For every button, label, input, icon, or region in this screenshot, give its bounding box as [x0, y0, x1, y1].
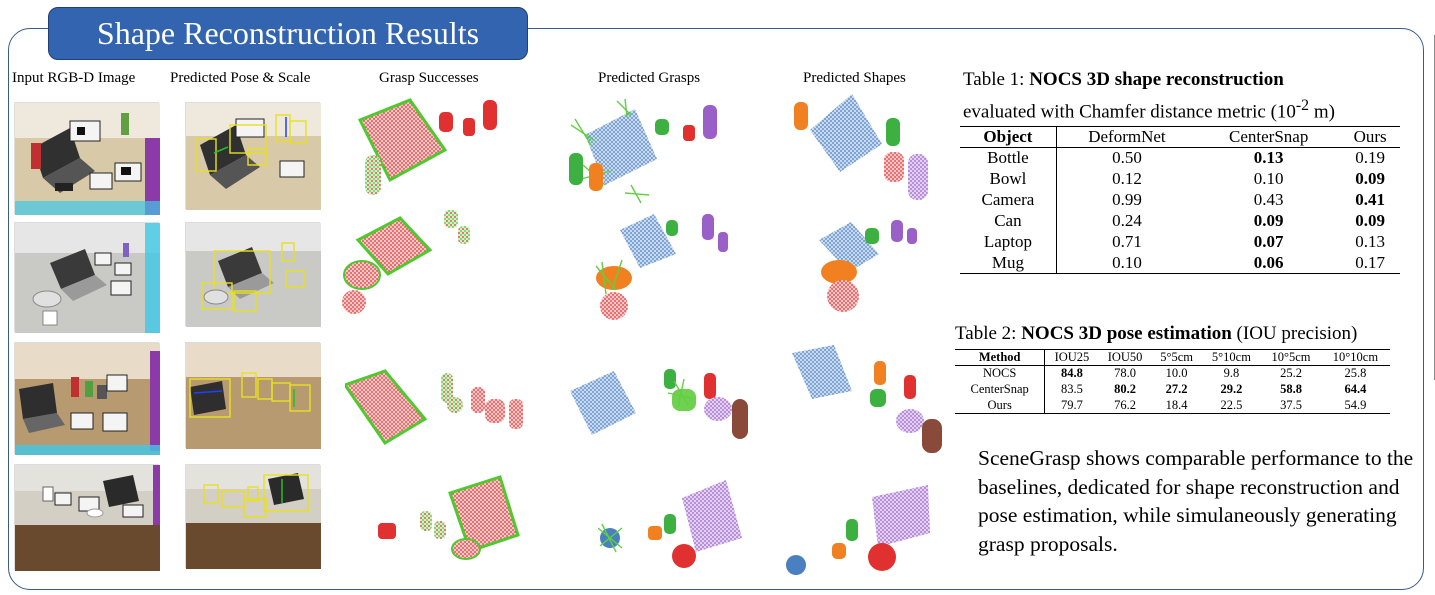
- table-cell: 0.50: [1055, 147, 1198, 169]
- table-cell: 64.4: [1344, 382, 1367, 396]
- table-cell: Bottle: [987, 148, 1029, 168]
- pose-image-row3: [185, 342, 321, 449]
- table-cell: 0.12: [1055, 168, 1198, 190]
- table-row: Camera 0.99 0.43 0.41: [960, 189, 1400, 211]
- slide-title: Shape Reconstruction Results: [48, 7, 528, 60]
- column-heading-pose: Predicted Pose & Scale: [170, 70, 311, 86]
- summary-text: SceneGrasp shows comparable performance …: [978, 446, 1414, 556]
- grasp-successes-row3: [342, 365, 530, 455]
- table-cell: 80.2: [1114, 382, 1137, 396]
- table-row: NOCS 84.8 78.0 10.0 9.8 25.2 25.8: [955, 365, 1390, 382]
- input-image-row4: [14, 464, 160, 571]
- table-cell: 27.2: [1165, 382, 1188, 396]
- table-cell: 9.8: [1223, 366, 1240, 381]
- grasp-successes-row2: [340, 210, 520, 330]
- table1-shape-reconstruction: Object DeformNet CenterSnap Ours Bottle 0…: [960, 126, 1400, 274]
- table-header-cell: 10°5cm: [1271, 350, 1311, 364]
- table-cell: 78.0: [1114, 366, 1137, 381]
- input-image-row3: [14, 342, 160, 455]
- predicted-shapes-row3: [788, 345, 948, 455]
- table-header-row: Method IOU25 IOU50 5°5cm 5°10cm 10°5cm 1…: [955, 349, 1390, 366]
- table-cell: NOCS: [982, 366, 1017, 381]
- table-cell: 0.09: [1253, 211, 1284, 230]
- table-cell: 18.4: [1165, 397, 1188, 412]
- table-header-cell: Ours: [1353, 127, 1387, 146]
- input-image-row1: [14, 102, 160, 215]
- table-header-cell: CenterSnap: [1229, 127, 1309, 146]
- table-cell: Can: [994, 211, 1022, 230]
- predicted-grasps-row3: [570, 365, 750, 460]
- predicted-grasps-row4: [597, 478, 748, 568]
- column-heading-predicted-grasps: Predicted Grasps: [598, 70, 701, 86]
- table-cell: 0.13: [1253, 148, 1284, 168]
- table-header-cell: IOU50: [1107, 350, 1143, 364]
- table-row: Mug 0.10 0.06 0.17: [960, 252, 1400, 274]
- input-image-row2: [14, 222, 160, 333]
- table-header-cell: Method: [978, 350, 1021, 364]
- column-heading-input: Input RGB-D Image: [12, 70, 136, 86]
- table-cell: 0.10: [1055, 252, 1198, 274]
- table-cell: 29.2: [1220, 382, 1243, 396]
- table-row: Bowl 0.12 0.10 0.09: [960, 168, 1400, 190]
- predicted-grasps-row1: [565, 95, 740, 205]
- table-cell: 0.19: [1355, 148, 1386, 168]
- table-cell: 25.8: [1344, 366, 1367, 381]
- table-cell: Ours: [987, 397, 1012, 412]
- table-cell: 58.8: [1280, 382, 1302, 396]
- table-cell: CenterSnap: [970, 382, 1029, 396]
- predicted-shapes-row2: [815, 212, 945, 322]
- table-cell: Bowl: [989, 169, 1027, 188]
- table-cell: 0.41: [1355, 190, 1386, 209]
- table-cell: Laptop: [983, 232, 1032, 251]
- grasp-successes-row1: [345, 90, 520, 220]
- table-header-row: Object DeformNet CenterSnap Ours: [960, 126, 1400, 148]
- table-cell: 54.9: [1344, 397, 1367, 412]
- grasp-successes-row4: [370, 475, 530, 565]
- pose-image-row1: [185, 102, 321, 210]
- pose-image-row4: [185, 464, 321, 569]
- table-header-cell: 5°5cm: [1160, 350, 1193, 364]
- table-header-cell: 5°10cm: [1211, 350, 1251, 364]
- table1-caption: Table 1: NOCS 3D shape reconstruction ev…: [963, 69, 1335, 123]
- table-cell: 83.5: [1044, 381, 1099, 398]
- table-cell: 0.09: [1355, 211, 1386, 230]
- table-cell: Mug: [991, 252, 1024, 272]
- table-cell: 84.8: [1044, 365, 1099, 382]
- table-cell: 0.09: [1355, 169, 1386, 188]
- table-header-cell: Object: [983, 127, 1033, 146]
- table-cell: Camera: [981, 190, 1035, 209]
- table-cell: 0.10: [1253, 169, 1284, 188]
- table-row: Bottle 0.50 0.13 0.19: [960, 147, 1400, 169]
- table-row: Can 0.24 0.09 0.09: [960, 210, 1400, 232]
- predicted-grasps-row2: [592, 210, 742, 330]
- table-header-cell: DeformNet: [1055, 126, 1198, 148]
- table-cell: 0.06: [1253, 252, 1284, 272]
- table-header-cell: IOU25: [1044, 349, 1099, 366]
- table-cell: 0.07: [1253, 232, 1284, 251]
- table-cell: 0.24: [1055, 210, 1198, 232]
- column-heading-predicted-shapes: Predicted Shapes: [803, 70, 906, 86]
- table2-pose-estimation: Method IOU25 IOU50 5°5cm 5°10cm 10°5cm 1…: [955, 349, 1390, 414]
- table-row: Ours 79.7 76.2 18.4 22.5 37.5 54.9: [955, 397, 1390, 414]
- table-cell: 0.17: [1355, 252, 1386, 272]
- table-cell: 37.5: [1280, 397, 1302, 412]
- table2-caption: Table 2: NOCS 3D pose estimation (IOU pr…: [955, 323, 1358, 344]
- table-row: Laptop 0.71 0.07 0.13: [960, 231, 1400, 253]
- pose-image-row2: [185, 222, 321, 327]
- table-header-cell: 10°10cm: [1332, 350, 1379, 364]
- predicted-shapes-row1: [788, 90, 938, 210]
- column-heading-grasp-successes: Grasp Successes: [379, 70, 479, 86]
- table-cell: 0.13: [1355, 232, 1386, 251]
- predicted-shapes-row4: [782, 485, 942, 580]
- table-row: CenterSnap 83.5 80.2 27.2 29.2 58.8 64.4: [955, 381, 1390, 398]
- table-cell: 0.71: [1055, 231, 1198, 253]
- table-cell: 0.43: [1253, 190, 1284, 209]
- table-cell: 0.99: [1055, 189, 1198, 211]
- table-cell: 76.2: [1114, 397, 1137, 412]
- table-cell: 22.5: [1220, 397, 1243, 412]
- table-cell: 10.0: [1165, 366, 1188, 381]
- table-cell: 79.7: [1044, 397, 1099, 414]
- table-cell: 25.2: [1280, 366, 1302, 381]
